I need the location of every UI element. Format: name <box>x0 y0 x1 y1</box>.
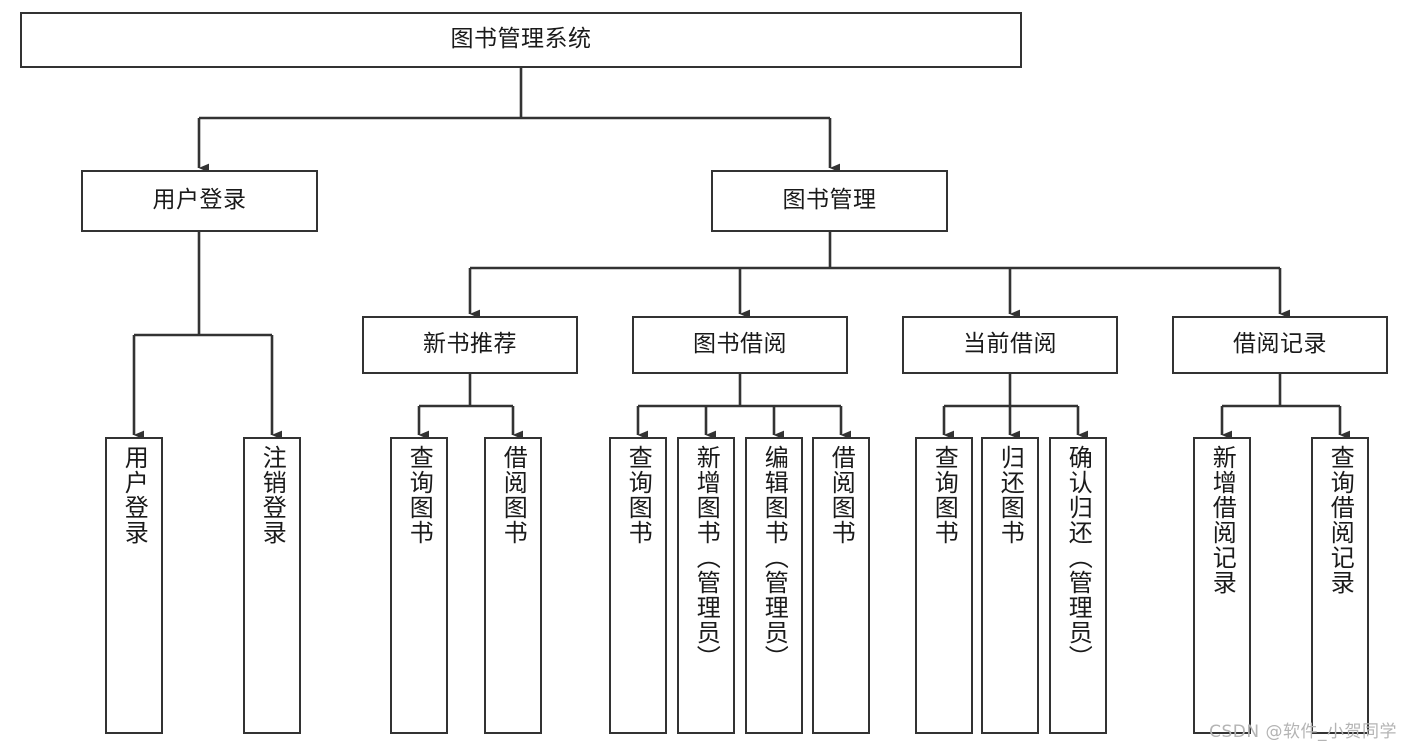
node-label: 查询借阅记录 <box>1326 445 1355 595</box>
node-book-management[interactable]: 图书管理 <box>711 170 948 232</box>
node-label: 借阅图书 <box>827 445 856 545</box>
node-new-book-recommend[interactable]: 新书推荐 <box>362 316 578 374</box>
node-label: 查询图书 <box>405 445 434 545</box>
leaf-book-borrow-query-book[interactable]: 查询图书 <box>609 437 667 734</box>
node-label: 新增图书（管理员） <box>692 445 721 670</box>
leaf-new-book-borrow-book[interactable]: 借阅图书 <box>484 437 542 734</box>
leaf-book-borrow-borrow-book[interactable]: 借阅图书 <box>812 437 870 734</box>
node-label: 归还图书 <box>996 445 1025 545</box>
leaf-current-borrow-return-book[interactable]: 归还图书 <box>981 437 1039 734</box>
leaf-user-login-login[interactable]: 用户登录 <box>105 437 163 734</box>
node-label: 用户登录 <box>120 445 149 545</box>
node-label: 查询图书 <box>930 445 959 545</box>
node-book-borrow[interactable]: 图书借阅 <box>632 316 848 374</box>
node-label: 借阅记录 <box>1233 331 1327 358</box>
node-label: 用户登录 <box>152 187 247 214</box>
node-label: 新增借阅记录 <box>1208 445 1237 595</box>
watermark: CSDN @软件_小贺同学 <box>1209 722 1397 742</box>
leaf-new-book-query-book[interactable]: 查询图书 <box>390 437 448 734</box>
node-borrow-record[interactable]: 借阅记录 <box>1172 316 1388 374</box>
node-label: 注销登录 <box>258 445 287 545</box>
leaf-current-borrow-query-book[interactable]: 查询图书 <box>915 437 973 734</box>
node-user-login[interactable]: 用户登录 <box>81 170 318 232</box>
leaf-book-borrow-edit-book[interactable]: 编辑图书（管理员） <box>745 437 803 734</box>
node-label: 当前借阅 <box>963 331 1057 358</box>
node-label: 图书借阅 <box>693 331 787 358</box>
leaf-borrow-record-query-record[interactable]: 查询借阅记录 <box>1311 437 1369 734</box>
leaf-user-login-logout[interactable]: 注销登录 <box>243 437 301 734</box>
leaf-book-borrow-add-book[interactable]: 新增图书（管理员） <box>677 437 735 734</box>
node-label: 图书管理 <box>782 187 877 214</box>
leaf-current-borrow-confirm-return[interactable]: 确认归还（管理员） <box>1049 437 1107 734</box>
node-label: 图书管理系统 <box>450 26 592 53</box>
node-current-borrow[interactable]: 当前借阅 <box>902 316 1118 374</box>
node-label: 编辑图书（管理员） <box>760 445 789 670</box>
node-label: 新书推荐 <box>423 331 517 358</box>
node-label: 查询图书 <box>624 445 653 545</box>
node-label: 借阅图书 <box>499 445 528 545</box>
leaf-borrow-record-add-record[interactable]: 新增借阅记录 <box>1193 437 1251 734</box>
node-label: 确认归还（管理员） <box>1064 445 1093 670</box>
node-root-system[interactable]: 图书管理系统 <box>20 12 1022 68</box>
